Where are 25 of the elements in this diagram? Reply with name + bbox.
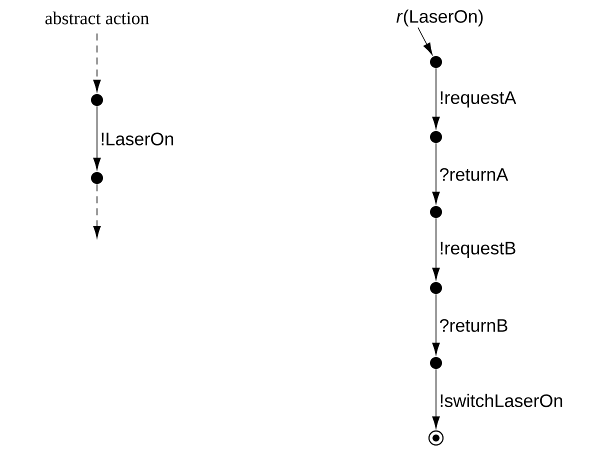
state-dot — [430, 206, 442, 218]
arrow — [418, 27, 433, 55]
arrow — [432, 294, 440, 356]
state-dot — [430, 131, 442, 143]
state-dot — [430, 282, 442, 294]
state-label: abstract action — [45, 12, 149, 24]
arrow — [432, 368, 440, 429]
state-dot — [91, 94, 103, 106]
state-dot — [91, 172, 103, 184]
edge-label: !requestB — [438, 240, 518, 260]
arrow — [432, 68, 440, 130]
edge-label: ?returnA — [438, 167, 510, 182]
arrow — [432, 142, 440, 204]
arrow — [93, 106, 101, 170]
state-label: r(LaserOn) — [396, 10, 483, 26]
final-state — [428, 430, 444, 446]
state-dot — [430, 357, 442, 369]
arrow — [93, 184, 101, 238]
arrow — [93, 33, 101, 92]
state-dot — [430, 56, 442, 68]
edge-label: !LaserOn — [99, 132, 176, 146]
edge-label: !switchLaserOn — [438, 392, 564, 408]
arrow — [432, 218, 440, 280]
edge-label: ?returnB — [438, 318, 510, 333]
edge-label: !requestA — [438, 90, 518, 109]
